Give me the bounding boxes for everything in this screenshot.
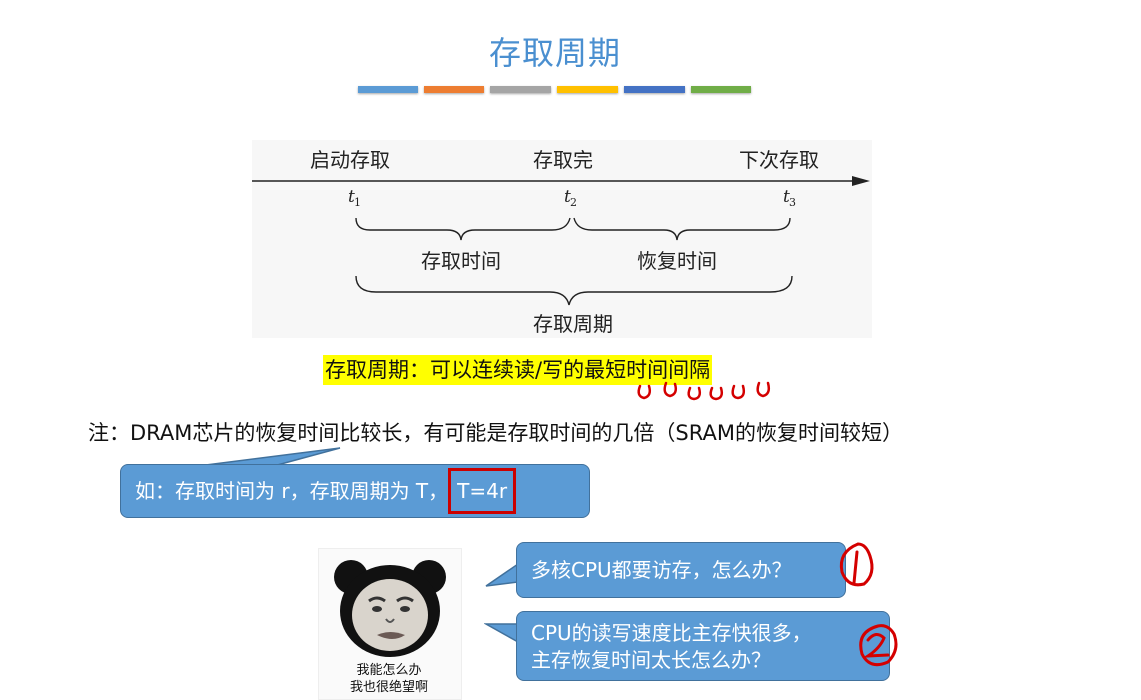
- page-title: 存取周期: [488, 34, 621, 72]
- example-boxed-formula: T=4r: [448, 467, 517, 514]
- recovery-time-brace: [573, 217, 791, 241]
- underline-bar-2: [424, 86, 484, 93]
- svg-text:t: t: [783, 187, 790, 207]
- tick-t3: t 3: [783, 187, 796, 209]
- svg-text:t: t: [348, 187, 355, 207]
- svg-text:1: 1: [354, 196, 361, 209]
- meme-caption: 我能怎么办 我也很绝望啊: [318, 662, 460, 696]
- svg-text:t: t: [564, 187, 571, 207]
- access-cycle-timeline-diagram: 启动存取 存取完 下次存取 t 1 t 2 t 3 存取时间 恢复时间 存取周期: [252, 140, 872, 338]
- timeline-arrowhead: [852, 176, 870, 186]
- access-cycle-label: 存取周期: [533, 312, 613, 336]
- svg-text:3: 3: [789, 196, 796, 209]
- underline-bar-3: [490, 86, 551, 93]
- underline-bar-6: [691, 86, 751, 93]
- tick-t2: t 2: [564, 187, 577, 209]
- definition-highlight: 存取周期：可以连续读/写的最短时间间隔: [323, 355, 713, 385]
- tick-t1: t 1: [348, 187, 361, 209]
- handwritten-underline-marks: [637, 381, 771, 401]
- dram-note: 注：DRAM芯片的恢复时间比较长，有可能是存取时间的几倍（SRAM的恢复时间较短…: [88, 421, 903, 445]
- panda-face-meme-icon: [334, 560, 446, 657]
- meme-caption-line-2: 我也很绝望啊: [349, 680, 428, 695]
- question-1-callout-tail: [485, 562, 519, 587]
- question-2-line-2: 主存恢复时间太长怎么办？: [531, 648, 771, 672]
- underline-bar-5: [624, 86, 685, 93]
- access-time-brace: [355, 217, 571, 241]
- question-2-line-1: CPU的读写速度比主存快很多，: [531, 621, 812, 645]
- example-callout: 如：存取时间为 r，存取周期为 T，T=4r: [120, 464, 590, 518]
- svg-text:2: 2: [570, 196, 577, 209]
- meme-caption-line-1: 我能怎么办: [356, 663, 422, 678]
- event-label-next: 下次存取: [739, 148, 819, 172]
- event-label-start: 启动存取: [310, 148, 390, 172]
- question-2-callout: CPU的读写速度比主存快很多， 主存恢复时间太长怎么办？: [516, 611, 890, 681]
- example-text: 如：存取时间为 r，存取周期为 T，: [135, 479, 449, 503]
- meme-panel: [318, 548, 462, 700]
- question-1-callout: 多核CPU都要访存，怎么办？: [516, 542, 846, 598]
- recovery-time-label: 恢复时间: [637, 249, 717, 273]
- underline-bar-1: [358, 86, 418, 93]
- access-cycle-brace: [355, 275, 793, 306]
- underline-bar-4: [557, 86, 618, 93]
- access-time-label: 存取时间: [421, 249, 501, 273]
- event-label-done: 存取完: [533, 148, 593, 172]
- question-2-callout-tail: [484, 623, 519, 644]
